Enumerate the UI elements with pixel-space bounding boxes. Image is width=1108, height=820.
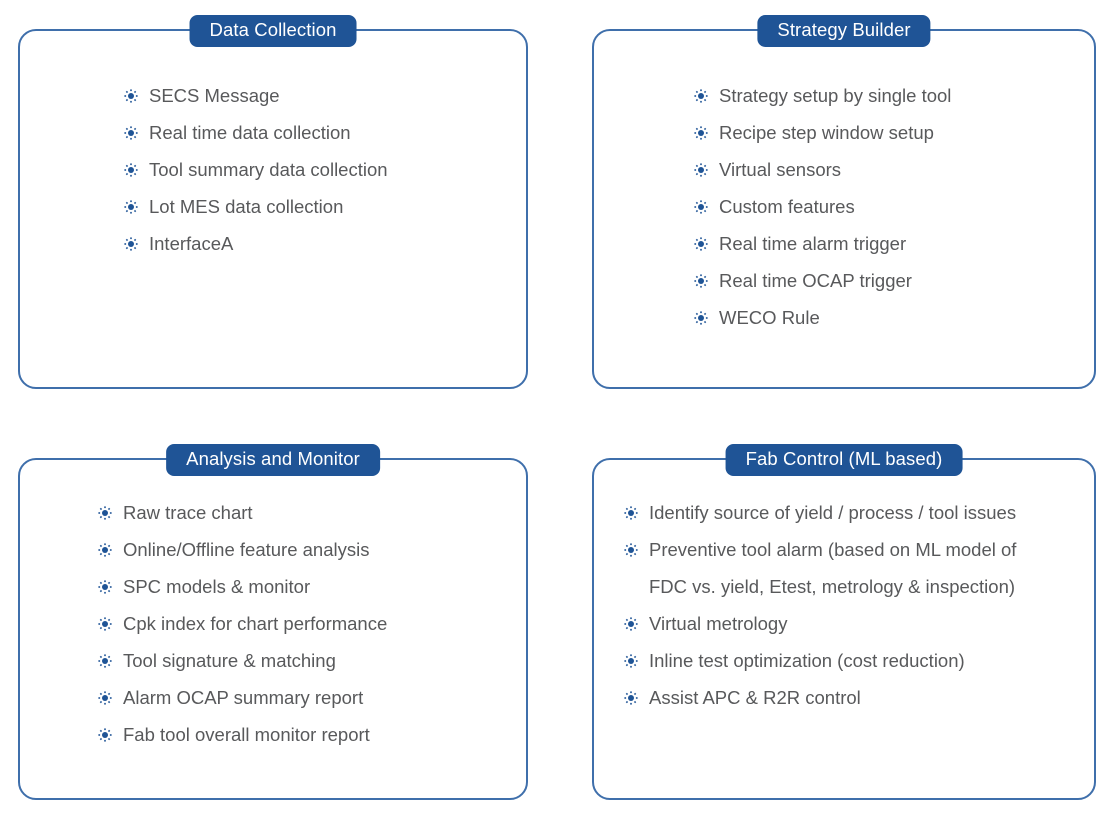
radiating-dot-icon bbox=[694, 262, 708, 299]
radiating-dot-icon bbox=[694, 188, 708, 225]
list-item: WECO Rule bbox=[694, 299, 1074, 336]
list-item-label: Fab tool overall monitor report bbox=[123, 724, 370, 745]
list-item-label: Custom features bbox=[719, 196, 855, 217]
list-item: Identify source of yield / process / too… bbox=[624, 494, 1076, 531]
radiating-dot-icon bbox=[98, 494, 112, 531]
radiating-dot-icon bbox=[624, 531, 638, 568]
panel-fab-control: Fab Control (ML based) Identify source o… bbox=[592, 444, 1096, 800]
panel-title-strategy-builder: Strategy Builder bbox=[757, 15, 931, 47]
list-item: Real time alarm trigger bbox=[694, 225, 1074, 262]
radiating-dot-icon bbox=[624, 679, 638, 716]
list-item-label: Tool signature & matching bbox=[123, 650, 336, 671]
radiating-dot-icon bbox=[694, 299, 708, 336]
list-item-label: Alarm OCAP summary report bbox=[123, 687, 364, 708]
list-item: Custom features bbox=[694, 188, 1074, 225]
radiating-dot-icon bbox=[98, 531, 112, 568]
list-item: Virtual metrology bbox=[624, 605, 1076, 642]
radiating-dot-icon bbox=[694, 77, 708, 114]
list-item-label: Real time alarm trigger bbox=[719, 233, 907, 254]
panel-title-data-collection: Data Collection bbox=[189, 15, 357, 47]
panel-strategy-builder: Strategy Builder Strategy setup by singl… bbox=[592, 15, 1096, 389]
panel-title-analysis-and-monitor: Analysis and Monitor bbox=[166, 444, 380, 476]
radiating-dot-icon bbox=[694, 151, 708, 188]
list-item: InterfaceA bbox=[124, 225, 506, 262]
radiating-dot-icon bbox=[98, 642, 112, 679]
list-item: Tool summary data collection bbox=[124, 151, 506, 188]
list-item-label: Real time OCAP trigger bbox=[719, 270, 912, 291]
list-item: Assist APC & R2R control bbox=[624, 679, 1076, 716]
radiating-dot-icon bbox=[98, 679, 112, 716]
list-item-label: Inline test optimization (cost reduction… bbox=[649, 650, 965, 671]
list-item: SPC models & monitor bbox=[98, 568, 506, 605]
list-item: Alarm OCAP summary report bbox=[98, 679, 506, 716]
list-item: Tool signature & matching bbox=[98, 642, 506, 679]
radiating-dot-icon bbox=[624, 642, 638, 679]
list-item-label: Preventive tool alarm (based on ML model… bbox=[649, 539, 1017, 597]
radiating-dot-icon bbox=[124, 114, 138, 151]
list-item-label: Online/Offline feature analysis bbox=[123, 539, 370, 560]
list-item-label: Virtual metrology bbox=[649, 613, 788, 634]
list-item: Lot MES data collection bbox=[124, 188, 506, 225]
list-item: Strategy setup by single tool bbox=[694, 77, 1074, 114]
list-item-label: Strategy setup by single tool bbox=[719, 85, 952, 106]
list-item-label: Raw trace chart bbox=[123, 502, 253, 523]
panel-title-fab-control: Fab Control (ML based) bbox=[725, 444, 963, 476]
list-item-label: SPC models & monitor bbox=[123, 576, 311, 597]
radiating-dot-icon bbox=[98, 716, 112, 753]
list-item: Preventive tool alarm (based on ML model… bbox=[624, 531, 1076, 605]
list-item-label: Recipe step window setup bbox=[719, 122, 934, 143]
list-item: Cpk index for chart performance bbox=[98, 605, 506, 642]
list-item-label: Virtual sensors bbox=[719, 159, 842, 180]
radiating-dot-icon bbox=[694, 225, 708, 262]
radiating-dot-icon bbox=[624, 605, 638, 642]
list-item: Recipe step window setup bbox=[694, 114, 1074, 151]
list-item-label: Real time data collection bbox=[149, 122, 351, 143]
list-item: Real time data collection bbox=[124, 114, 506, 151]
list-item-label: Lot MES data collection bbox=[149, 196, 344, 217]
list-item: Virtual sensors bbox=[694, 151, 1074, 188]
list-item: Raw trace chart bbox=[98, 494, 506, 531]
radiating-dot-icon bbox=[694, 114, 708, 151]
radiating-dot-icon bbox=[624, 494, 638, 531]
list-item-label: Identify source of yield / process / too… bbox=[649, 502, 1017, 523]
list-item: SECS Message bbox=[124, 77, 506, 114]
list-item-label: WECO Rule bbox=[719, 307, 820, 328]
radiating-dot-icon bbox=[124, 151, 138, 188]
list-item: Online/Offline feature analysis bbox=[98, 531, 506, 568]
radiating-dot-icon bbox=[124, 188, 138, 225]
list-item: Inline test optimization (cost reduction… bbox=[624, 642, 1076, 679]
list-item: Fab tool overall monitor report bbox=[98, 716, 506, 753]
list-item-label: Assist APC & R2R control bbox=[649, 687, 861, 708]
list-item-label: Cpk index for chart performance bbox=[123, 613, 388, 634]
list-item: Real time OCAP trigger bbox=[694, 262, 1074, 299]
radiating-dot-icon bbox=[124, 77, 138, 114]
list-item-label: InterfaceA bbox=[149, 233, 234, 254]
feature-list-fab-control: Identify source of yield / process / too… bbox=[594, 494, 1094, 716]
radiating-dot-icon bbox=[98, 568, 112, 605]
list-item-label: Tool summary data collection bbox=[149, 159, 388, 180]
radiating-dot-icon bbox=[98, 605, 112, 642]
list-item-label: SECS Message bbox=[149, 85, 280, 106]
radiating-dot-icon bbox=[124, 225, 138, 262]
